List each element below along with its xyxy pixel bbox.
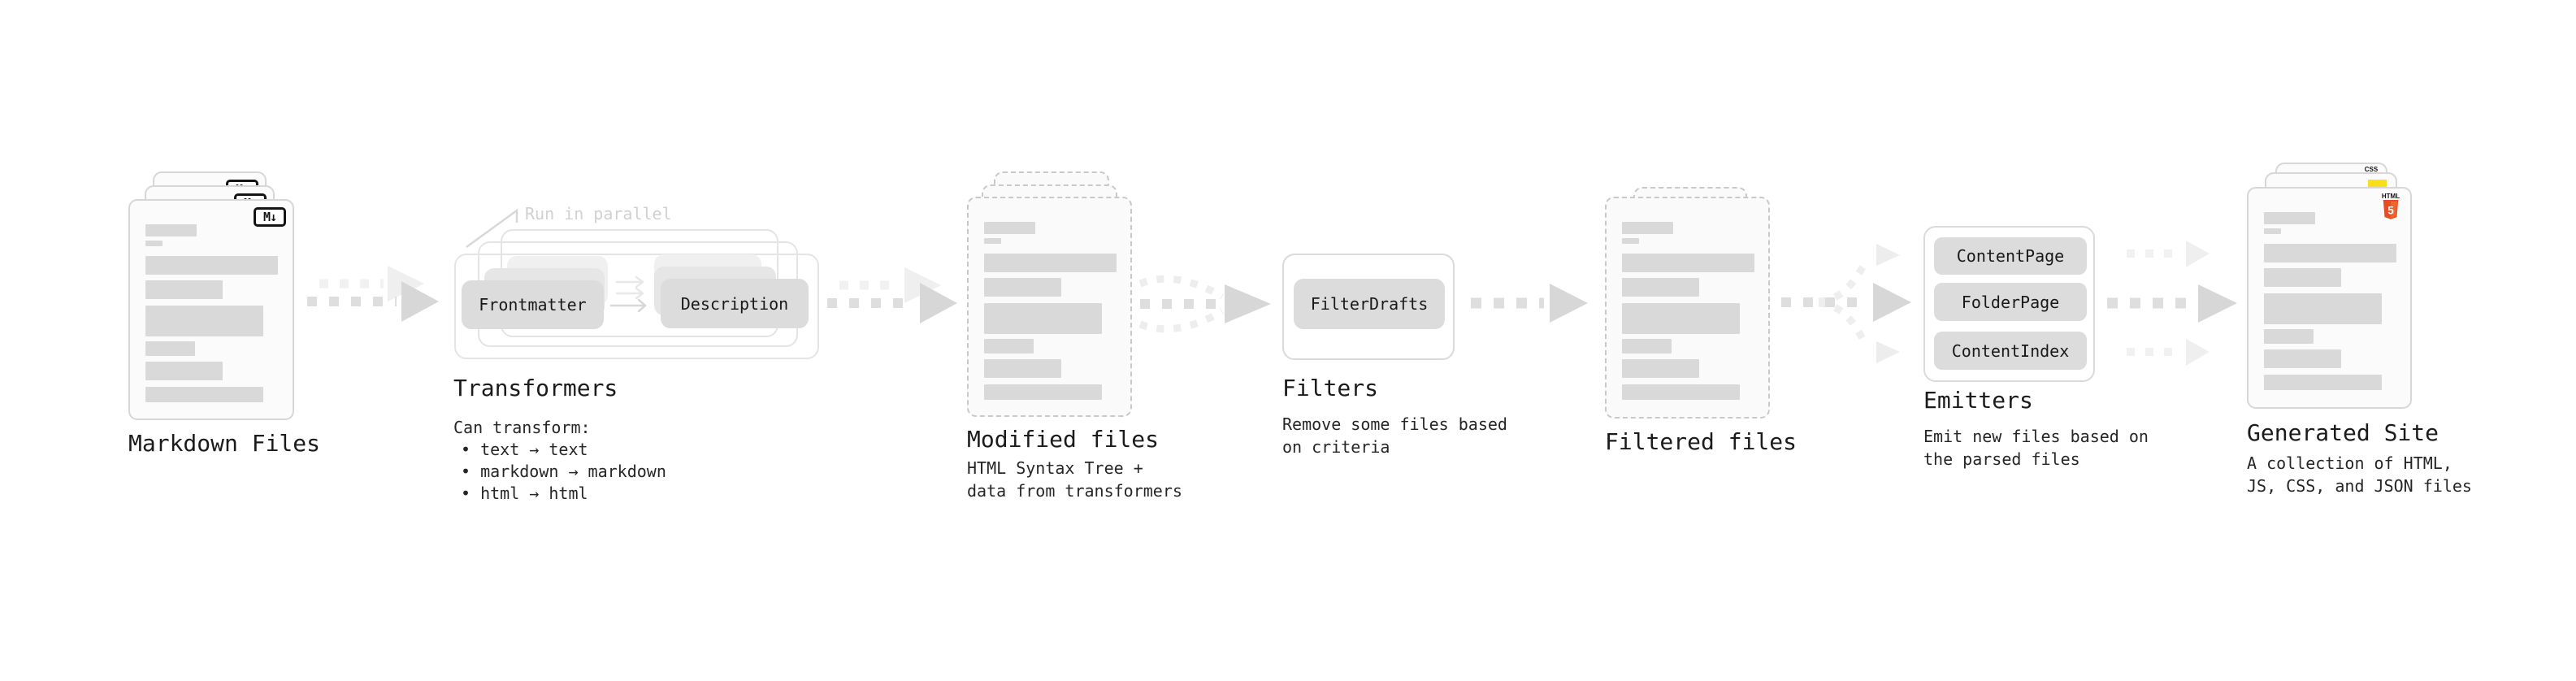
- pill-arrows: [609, 275, 647, 313]
- doc-line: [2264, 212, 2315, 224]
- doc-line: [2264, 375, 2382, 390]
- arrow-emitters-to-generated: [2107, 241, 2237, 366]
- contentpage-pill: ContentPage: [1934, 237, 2087, 275]
- markdown-icon: M↓: [254, 207, 286, 227]
- doc-line: [984, 222, 1035, 234]
- doc-line: [145, 341, 195, 356]
- transform-bullet: • html → html: [461, 484, 588, 503]
- contentindex-pill: ContentIndex: [1934, 332, 2087, 370]
- filters-desc: Remove some files based on criteria: [1282, 414, 1507, 457]
- doc-line: [984, 384, 1102, 400]
- modified-desc: HTML Syntax Tree + data from transformer…: [967, 458, 1182, 501]
- doc-line: [984, 278, 1061, 297]
- emitters-desc: Emit new files based on the parsed files: [1923, 427, 2149, 469]
- stage-label-filters: Filters: [1282, 375, 1379, 401]
- file-card-front: [1605, 197, 1770, 419]
- stage-label-modified: Modified files: [967, 426, 1160, 453]
- doc-line: [984, 238, 1001, 244]
- doc-line: [2264, 244, 2396, 262]
- doc-line: [145, 241, 163, 246]
- frontmatter-pill: Frontmatter: [462, 280, 604, 329]
- doc-line: [2264, 293, 2382, 324]
- stage-label-emitters: Emitters: [1923, 387, 2033, 414]
- doc-line: [2264, 268, 2341, 287]
- note-leader-line: [466, 208, 518, 249]
- doc-line: [145, 387, 263, 402]
- run-in-parallel-note: Run in parallel: [525, 204, 672, 223]
- generated-desc: A collection of HTML, JS, CSS, and JSON …: [2247, 453, 2472, 496]
- doc-line: [145, 256, 278, 275]
- svg-text:5: 5: [2387, 205, 2394, 217]
- doc-line: [2264, 329, 2314, 344]
- transformers-desc-title: Can transform:: [453, 418, 591, 437]
- doc-content-placeholder: [969, 198, 1130, 415]
- doc-line: [1622, 222, 1673, 234]
- doc-line: [2264, 349, 2341, 368]
- doc-content-placeholder: [130, 201, 293, 419]
- doc-line: [2264, 228, 2281, 234]
- html5-icon-word: HTML: [2381, 193, 2400, 200]
- filterdrafts-pill: FilterDrafts: [1294, 279, 1445, 329]
- doc-line: [1622, 359, 1699, 378]
- arrow-markdown-to-transformers: [307, 266, 439, 322]
- doc-line: [1622, 384, 1740, 400]
- html5-icon: HTML 5: [2380, 193, 2401, 221]
- doc-line: [984, 339, 1034, 354]
- doc-content-placeholder: [2249, 189, 2410, 407]
- doc-line: [1622, 339, 1672, 354]
- file-card-front: [967, 197, 1132, 417]
- transformer-frame-front: [454, 254, 819, 359]
- transform-bullet: • markdown → markdown: [461, 462, 666, 481]
- doc-line: [145, 280, 223, 299]
- doc-line: [984, 359, 1061, 378]
- folderpage-pill: FolderPage: [1934, 283, 2087, 321]
- doc-line: [145, 362, 223, 380]
- doc-content-placeholder: [1607, 198, 1768, 417]
- doc-line: [1622, 278, 1699, 297]
- doc-line: [1622, 238, 1639, 244]
- doc-line: [1622, 254, 1754, 272]
- doc-line: [1622, 303, 1740, 334]
- arrow-transformers-to-modified: [827, 267, 957, 323]
- html5-shield: 5: [2383, 200, 2399, 219]
- doc-line: [145, 224, 197, 236]
- doc-line: [145, 306, 263, 336]
- arrow-filters-to-filtered: [1471, 284, 1588, 323]
- doc-line: [984, 254, 1117, 272]
- transform-bullet: • text → text: [461, 440, 588, 459]
- doc-line: [984, 303, 1102, 334]
- stage-label-generated: Generated Site: [2247, 419, 2439, 446]
- file-card-front: HTML 5: [2247, 187, 2412, 409]
- stage-label-filtered: Filtered files: [1605, 428, 1798, 455]
- file-card-front: M↓: [128, 199, 294, 420]
- stage-label-markdown: Markdown Files: [128, 430, 321, 457]
- arrow-filtered-to-emitters: [1781, 244, 1911, 363]
- arrow-modified-to-filters: [1138, 275, 1271, 333]
- description-pill: Description: [661, 279, 809, 328]
- stage-label-transformers: Transformers: [453, 375, 618, 401]
